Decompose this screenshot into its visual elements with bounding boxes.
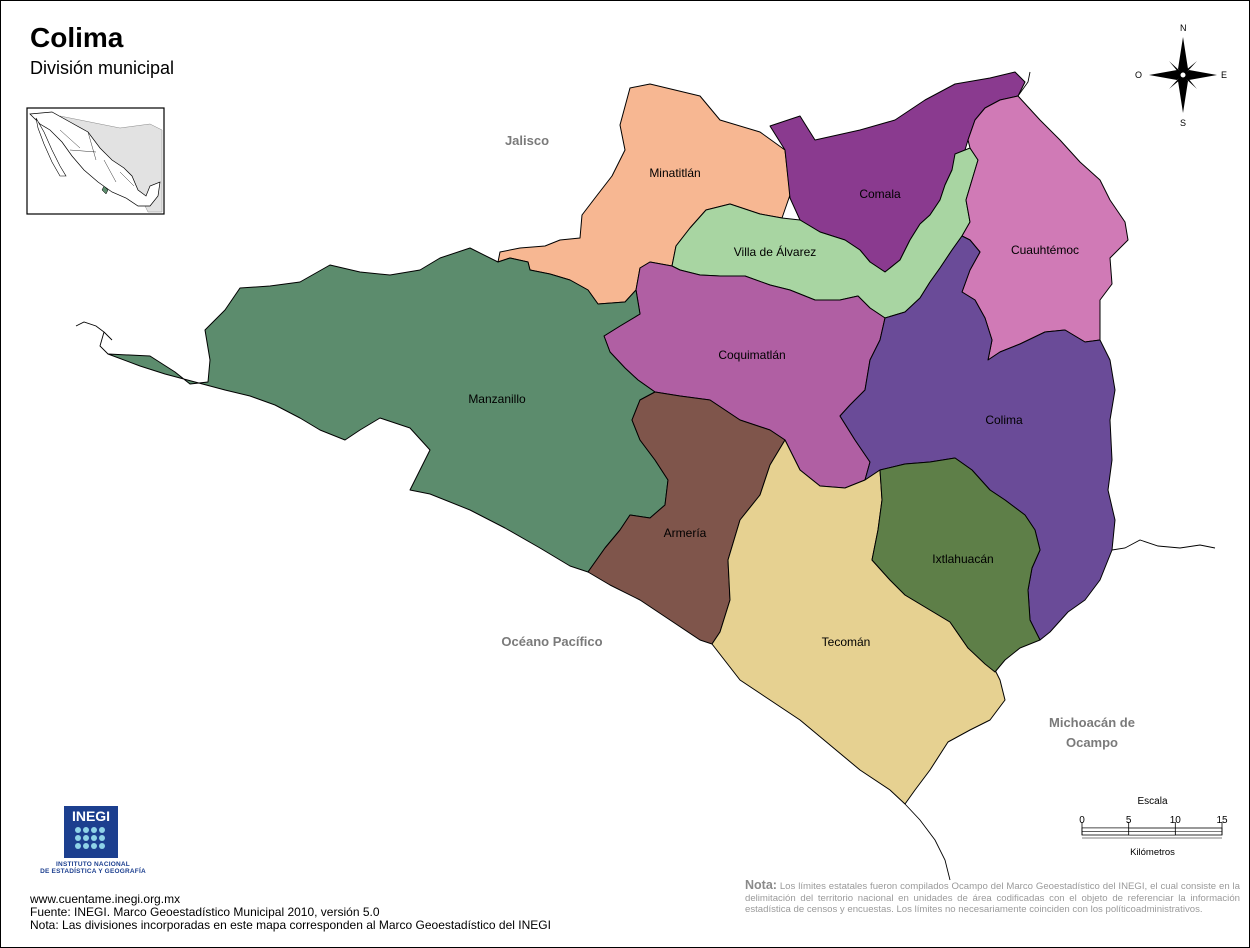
scale-unit: Kilómetros [1130, 847, 1175, 858]
compass-east-label: E [1221, 70, 1227, 80]
scale-tick-5: 5 [1126, 815, 1132, 826]
label-michoacan-2: Ocampo [1066, 735, 1118, 750]
municipality-labels: Minatitlán Comala Villa de Álvarez Cuauh… [468, 166, 1079, 649]
nota-label: Nota: [745, 878, 777, 892]
compass-south-label: S [1180, 118, 1186, 128]
footer-url[interactable]: www.cuentame.inegi.org.mx [30, 892, 181, 906]
scale-title: Escala [1137, 796, 1168, 807]
scale-tick-15: 15 [1216, 815, 1228, 826]
north-arrow-icon: N S E O [1135, 23, 1227, 128]
nota-text: Los límites estatales fueron compilados … [745, 881, 1240, 915]
label-oceano-pacifico: Océano Pacífico [501, 634, 602, 649]
scale-tick-10: 10 [1170, 815, 1182, 826]
municipality-manzanillo[interactable] [107, 247, 669, 573]
scale-bar: 0 5 10 15 [1079, 815, 1228, 839]
label-michoacan-1: Michoacán de [1049, 715, 1135, 730]
inegi-logo-line1: INSTITUTO NACIONAL [56, 861, 130, 868]
label-tecoman: Tecomán [822, 635, 871, 649]
label-cuauhtemoc: Cuauhtémoc [1011, 243, 1079, 257]
label-coquimatlan: Coquimatlán [718, 348, 785, 362]
municipality-ixtlahuacan[interactable] [871, 457, 1041, 673]
compass-west-label: O [1135, 70, 1142, 80]
municipality-armeria[interactable] [587, 391, 786, 645]
label-ixtlahuacan: Ixtlahuacán [932, 552, 993, 566]
inegi-logo-icon: INEGI [64, 806, 118, 858]
label-jalisco: Jalisco [505, 133, 549, 148]
label-manzanillo: Manzanillo [468, 392, 526, 406]
municipality-cuauhtemoc[interactable] [961, 95, 1129, 361]
label-armeria: Armería [664, 526, 707, 540]
footer-credits: www.cuentame.inegi.org.mx Fuente: INEGI.… [30, 893, 551, 932]
map-title: Colima [30, 22, 124, 53]
label-comala: Comala [859, 187, 901, 201]
footer-note: Nota: Las divisiones incorporadas en est… [30, 918, 551, 932]
svg-text:INEGI: INEGI [72, 808, 110, 824]
map-subtitle: División municipal [30, 58, 175, 78]
footer-source: Fuente: INEGI. Marco Geoestadístico Muni… [30, 905, 380, 919]
nota-disclaimer: Nota: Los límites estatales fueron compi… [745, 878, 1240, 916]
neighbor-labels: Jalisco Océano Pacífico Michoacán de Oca… [501, 133, 1135, 750]
label-colima: Colima [985, 413, 1023, 427]
inegi-logo-line2: DE ESTADÍSTICA Y GEOGRAFÍA [40, 868, 146, 875]
label-minatitlan: Minatitlán [649, 166, 700, 180]
inegi-logo-text: INSTITUTO NACIONAL DE ESTADÍSTICA Y GEOG… [28, 861, 158, 875]
scale-tick-0: 0 [1079, 815, 1085, 826]
inset-locator-map [26, 107, 165, 215]
coastline-lines [75, 71, 1216, 881]
compass-north-label: N [1180, 23, 1187, 33]
label-villa-alvarez: Villa de Álvarez [734, 244, 817, 259]
